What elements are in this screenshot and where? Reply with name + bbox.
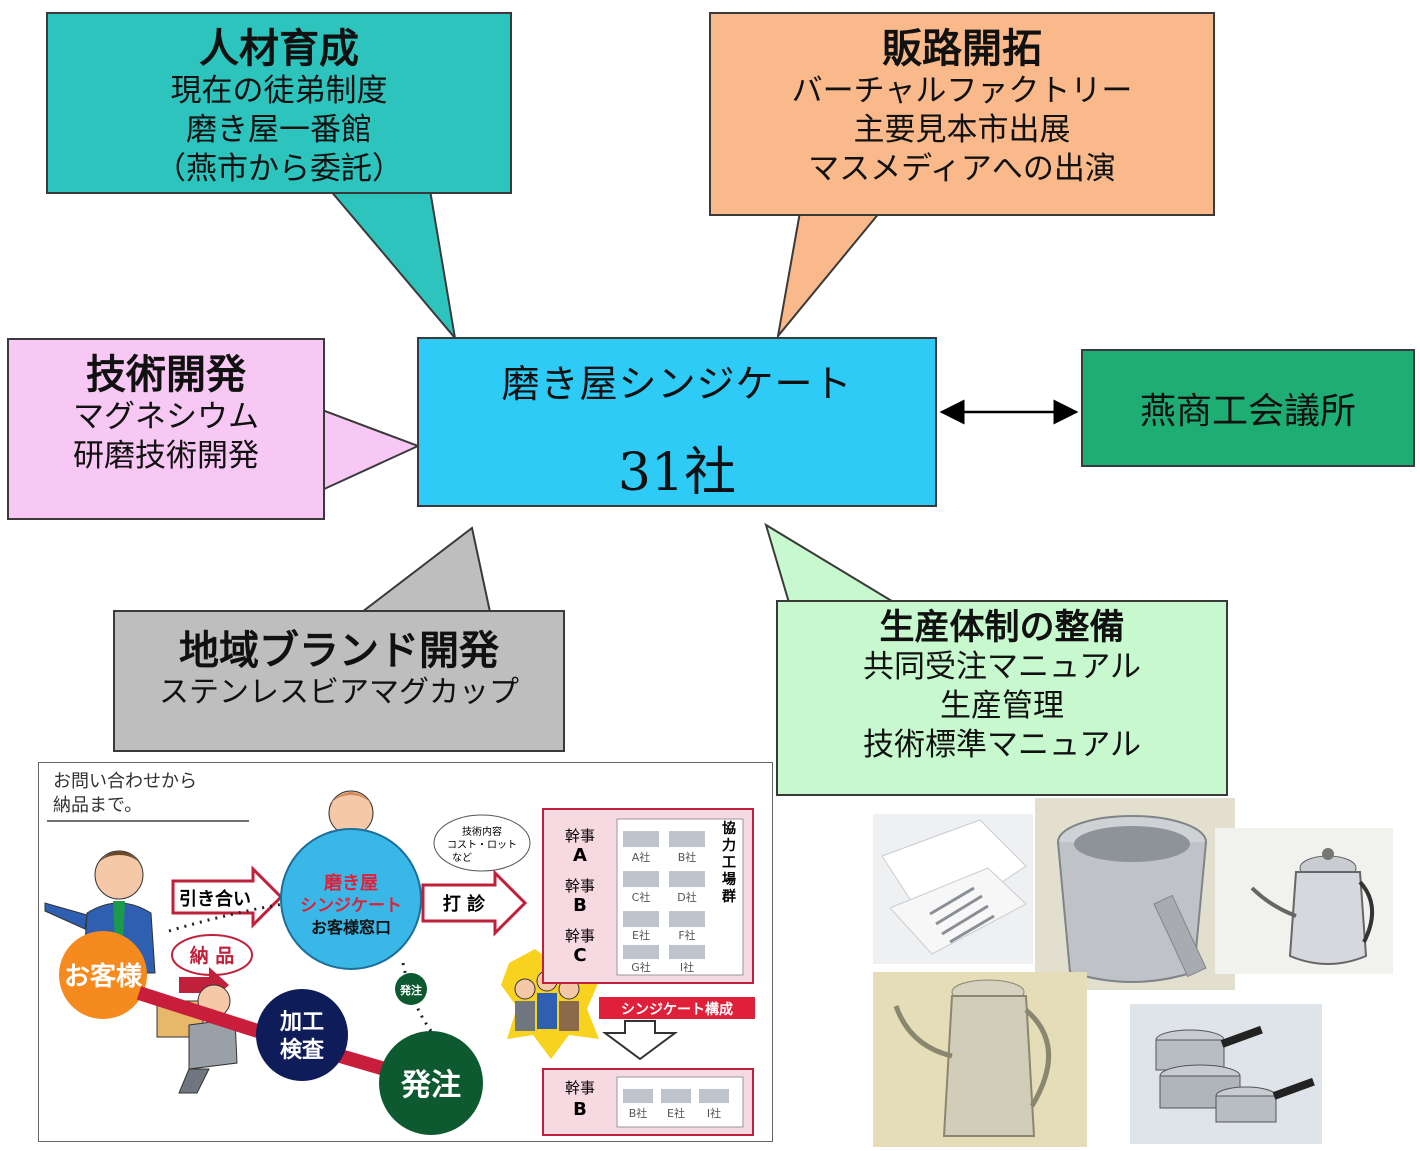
factory-a: A社 xyxy=(632,850,651,864)
saucepans-photo xyxy=(1130,1004,1322,1144)
tech-callout: 技術開発 マグネシウム 研磨技術開発 xyxy=(7,338,325,520)
selected-panel: 幹事 B B社 E社 I社 xyxy=(542,1068,754,1136)
production-line-2: 生産管理 xyxy=(940,688,1064,724)
hr-line-2: 磨き屋一番館 xyxy=(186,111,372,148)
coffee-pot-photo xyxy=(873,972,1087,1147)
order-label: 発注 xyxy=(400,1068,461,1103)
drip-kettle-photo xyxy=(1215,828,1393,974)
hr-line-3: （燕市から委託） xyxy=(155,150,403,187)
customer-label: お客様 xyxy=(64,961,143,992)
inquiry-label: 引き合い xyxy=(179,888,251,910)
hr-callout: 人材育成 現在の徒弟制度 磨き屋一番館 （燕市から委託） xyxy=(46,12,512,194)
flow-diagram: お問い合わせから 納品まで。 お客様 引き合い 納 品 xyxy=(44,771,755,1136)
brand-title: 地域ブランド開発 xyxy=(179,628,499,674)
factory-f: F社 xyxy=(678,928,695,942)
flow-panel: お問い合わせから 納品まで。 お客様 引き合い 納 品 xyxy=(38,762,773,1142)
leader-c: C xyxy=(573,945,586,966)
syndicate-config-arrow: シンジケート構成 xyxy=(599,997,755,1061)
bubble-line-1: 技術内容 xyxy=(462,825,502,838)
leader-label-c: 幹事 xyxy=(565,927,595,945)
factory-group-label: 協力工場群 xyxy=(721,820,736,905)
partner-name: 燕商工会議所 xyxy=(1139,391,1356,432)
brand-callout: 地域ブランド開発 ステンレスビアマグカップ xyxy=(113,610,565,752)
window-node: 磨き屋 シンジケート お客様窓口 xyxy=(280,790,422,970)
inquiry-arrow: 引き合い xyxy=(171,865,284,929)
production-title: 生産体制の整備 xyxy=(879,608,1125,648)
hr-title: 人材育成 xyxy=(199,26,359,72)
hr-pointer xyxy=(327,189,457,342)
production-line-3: 技術標準マニュアル xyxy=(862,726,1142,763)
cutlery-set-photo xyxy=(873,814,1033,964)
sales-callout: 販路開拓 バーチャルファクトリー 主要見本市出展 マスメディアへの出演 xyxy=(709,12,1215,216)
bubble-line-2: コスト・ロット xyxy=(447,840,517,851)
partner-box: 燕商工会議所 xyxy=(1081,349,1415,467)
process-label-2: 検査 xyxy=(280,1038,325,1063)
selected-leader: B xyxy=(573,1099,587,1120)
delivery-label: 納 品 xyxy=(190,944,235,967)
syndicate-config-label: シンジケート構成 xyxy=(621,1001,733,1018)
tech-pointer xyxy=(321,408,421,492)
order-small-node: 発注 xyxy=(395,973,427,1005)
selected-factory-3: I社 xyxy=(707,1106,721,1120)
brand-line-1: ステンレスビアマグカップ xyxy=(159,675,519,710)
flow-caption-1: お問い合わせから xyxy=(53,771,197,792)
sales-title: 販路開拓 xyxy=(882,26,1042,72)
center-count: 31社 xyxy=(617,443,737,503)
sales-pointer xyxy=(776,211,883,340)
tech-line-1: マグネシウム xyxy=(73,399,259,435)
production-callout: 生産体制の整備 共同受注マニュアル 生産管理 技術標準マニュアル xyxy=(776,600,1228,796)
sales-line-2: 主要見本市出展 xyxy=(853,111,1071,148)
delivery-node: 納 品 xyxy=(171,934,253,976)
sales-line-3: マスメディアへの出演 xyxy=(808,150,1116,187)
leader-label-b: 幹事 xyxy=(565,877,595,895)
window-label-1: 磨き屋 xyxy=(324,872,378,894)
hr-line-1: 現在の徒弟制度 xyxy=(170,73,388,109)
factory-e: E社 xyxy=(632,928,650,942)
customer-node: お客様 xyxy=(59,931,147,1019)
factory-b: B社 xyxy=(678,850,697,864)
sounding-arrow: 打 診 xyxy=(421,869,528,937)
window-label-3: お客様窓口 xyxy=(311,918,391,937)
leader-a: A xyxy=(573,845,587,866)
tech-line-2: 研磨技術開発 xyxy=(73,437,259,474)
leader-label-a: 幹事 xyxy=(565,827,595,845)
process-node: 加工 検査 xyxy=(256,989,348,1081)
selected-leader-label: 幹事 xyxy=(565,1079,595,1097)
center-box: 磨き屋シンジケート 31社 xyxy=(417,337,937,507)
factory-g: G社 xyxy=(631,960,651,974)
ice-bucket-photo xyxy=(1035,798,1235,990)
leader-b: B xyxy=(573,895,587,916)
factory-d: D社 xyxy=(677,890,696,904)
factory-c: C社 xyxy=(632,890,651,904)
flow-caption-2: 納品まで。 xyxy=(53,795,142,816)
process-label-1: 加工 xyxy=(279,1010,324,1035)
factory-panel: 幹事 A 幹事 B 幹事 C A社 B社 C社 D社 E社 F社 G社 I社 協… xyxy=(542,808,754,984)
center-name: 磨き屋シンジケート xyxy=(501,362,853,406)
selected-factory-2: E社 xyxy=(667,1106,685,1120)
brand-pointer xyxy=(359,526,492,613)
production-pointer xyxy=(764,522,904,607)
production-line-1: 共同受注マニュアル xyxy=(862,649,1142,686)
order-node: 発注 xyxy=(379,1031,483,1135)
sounding-label: 打 診 xyxy=(443,893,486,915)
window-label-2: シンジケート xyxy=(300,896,402,916)
tech-title: 技術開発 xyxy=(86,352,246,398)
sales-line-1: バーチャルファクトリー xyxy=(791,73,1133,109)
selected-factory-1: B社 xyxy=(629,1106,648,1120)
info-bubble: 技術内容 コスト・ロット など xyxy=(433,814,531,872)
product-photos xyxy=(870,796,1400,1147)
order-small-label: 発注 xyxy=(399,983,422,997)
bubble-line-3: など xyxy=(452,852,472,864)
factory-i: I社 xyxy=(680,960,694,974)
